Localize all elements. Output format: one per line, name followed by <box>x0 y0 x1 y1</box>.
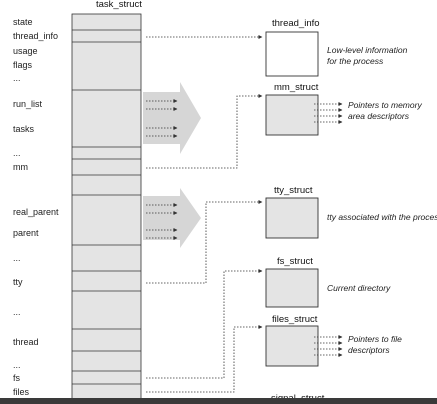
tty-struct-title: tty_struct <box>274 185 313 196</box>
tty-struct-box <box>265 197 319 239</box>
thread-info-note-2: for the process <box>327 56 384 66</box>
task-struct-dividers <box>72 29 141 385</box>
fs-struct-title: fs_struct <box>277 256 313 267</box>
ellipsis-5: ... <box>13 360 21 370</box>
run-list-tasks-pointers <box>146 99 178 138</box>
files-struct-title: files_struct <box>272 314 318 325</box>
files-struct-note-2: descriptors <box>348 345 390 355</box>
field-files: files <box>13 387 30 397</box>
tty-struct-note: tty associated with the process <box>327 212 437 222</box>
mm-struct-note-2: area descriptors <box>348 111 410 121</box>
field-flags: flags <box>13 60 33 70</box>
parent-block-arrow <box>143 188 201 248</box>
fs-struct-box <box>265 268 319 308</box>
field-parent: parent <box>13 228 39 238</box>
task-struct-box <box>71 13 142 404</box>
run-list-tasks-block-arrow <box>143 82 201 154</box>
field-tty: tty <box>13 277 23 287</box>
tty-pointer <box>146 200 263 284</box>
ellipsis-1: ... <box>13 73 21 83</box>
field-state: state <box>13 17 33 27</box>
parent-pointers <box>146 203 178 240</box>
field-real-parent: real_parent <box>13 207 59 217</box>
field-thread-info: thread_info <box>13 31 58 41</box>
field-mm: mm <box>13 162 28 172</box>
ellipsis-2: ... <box>13 148 21 158</box>
field-fs: fs <box>13 373 21 383</box>
files-struct-box <box>265 325 319 367</box>
field-thread: thread <box>13 337 39 347</box>
fs-struct-note: Current directory <box>327 283 391 293</box>
ellipsis-3: ... <box>13 253 21 263</box>
thread-info-box <box>265 31 319 77</box>
fs-pointer <box>146 269 263 379</box>
mm-struct-box <box>265 94 319 136</box>
mm-struct-note-1: Pointers to memory <box>348 100 422 110</box>
thread-info-note-1: Low-level information <box>327 45 408 55</box>
field-tasks: tasks <box>13 124 35 134</box>
field-usage: usage <box>13 46 38 56</box>
files-pointer <box>146 325 263 393</box>
ellipsis-4: ... <box>13 307 21 317</box>
field-run-list: run_list <box>13 99 43 109</box>
thread-info-title: thread_info <box>272 18 320 29</box>
mm-pointer <box>146 94 263 169</box>
bottom-bar <box>0 398 437 404</box>
task-struct-title: task_struct <box>96 0 142 10</box>
files-struct-note-1: Pointers to file <box>348 334 402 344</box>
mm-struct-title: mm_struct <box>274 82 319 93</box>
